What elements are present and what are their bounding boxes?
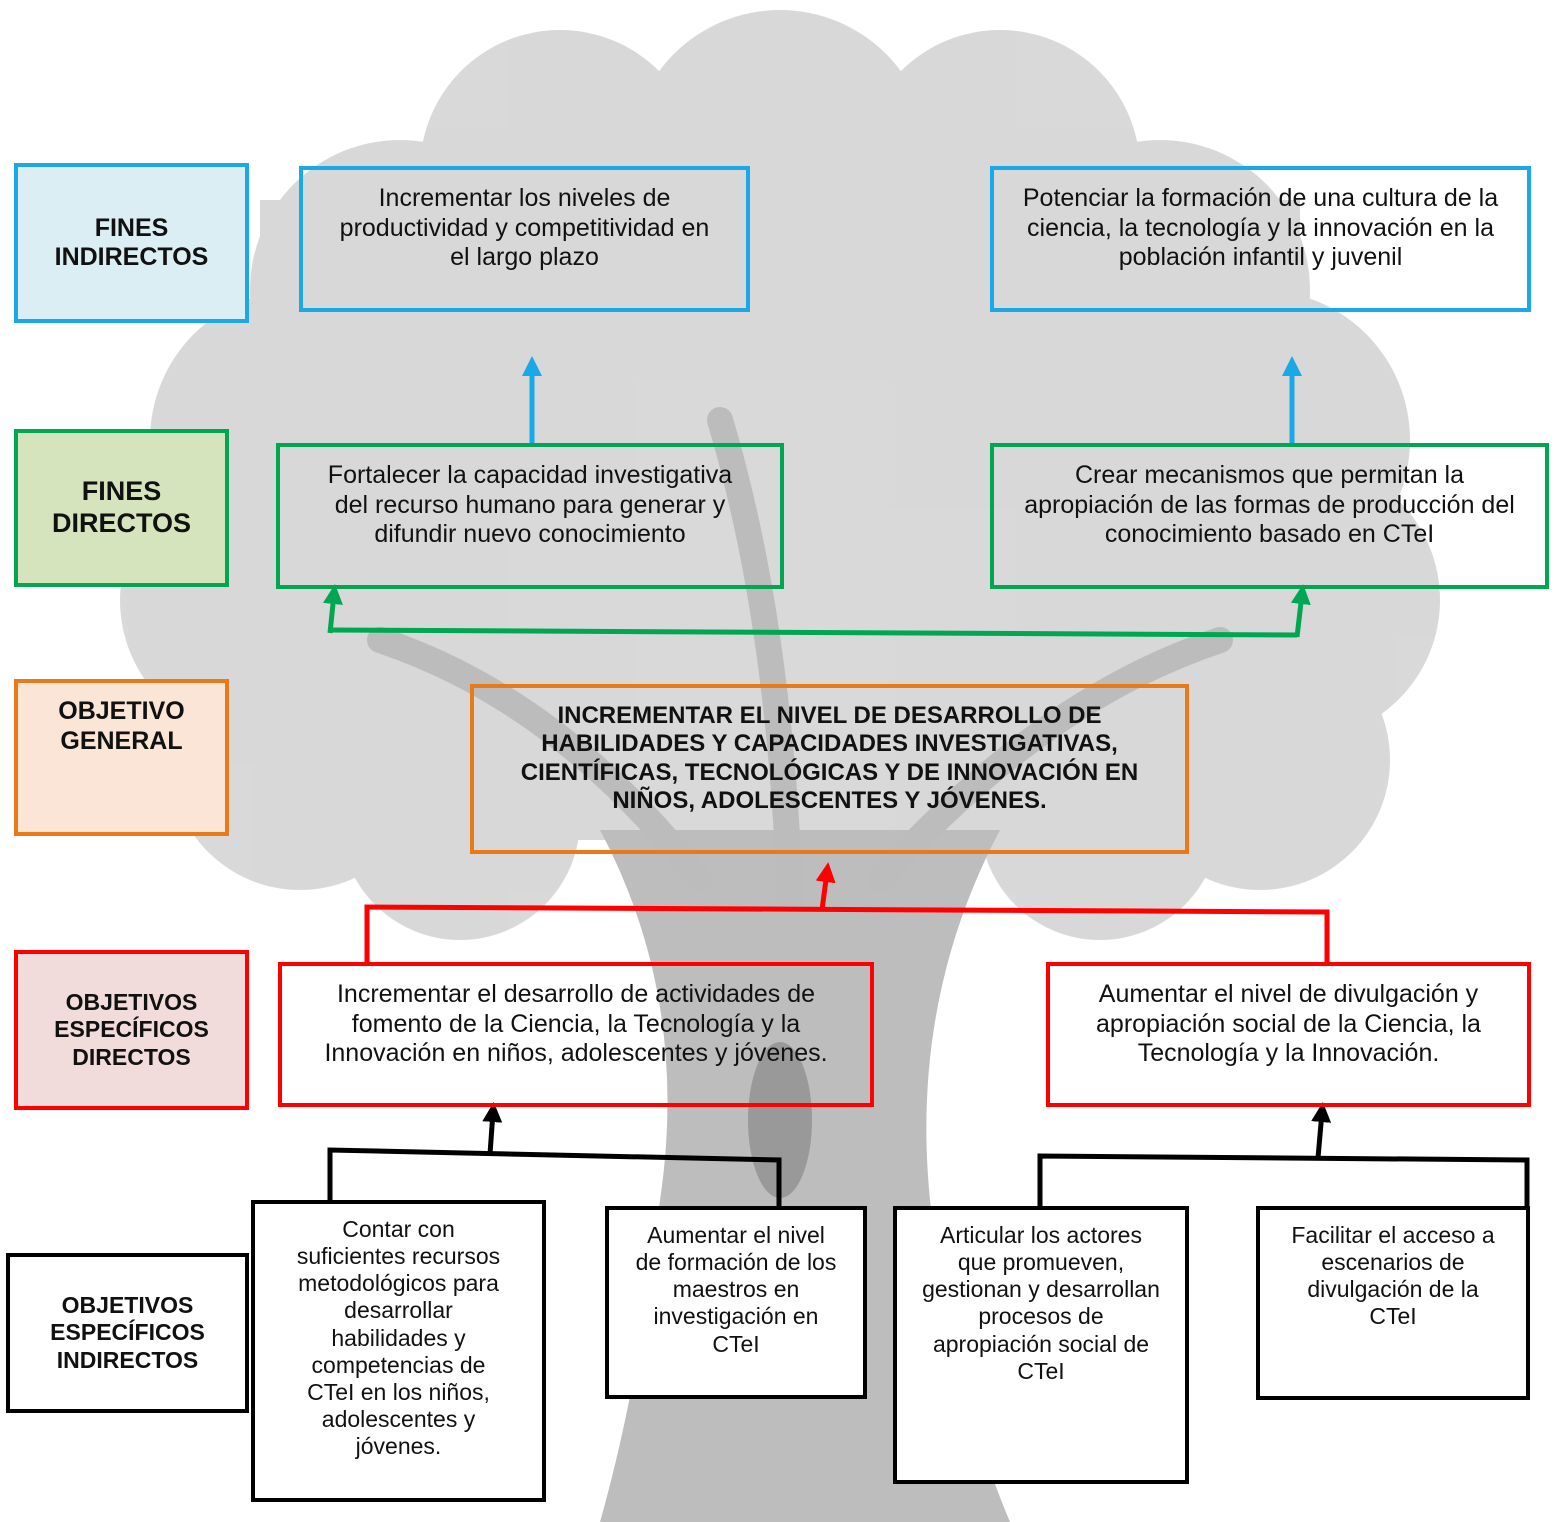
black-bracket-left bbox=[327, 1147, 782, 1210]
black-bracket-right bbox=[1037, 1153, 1530, 1210]
arrow-to-fd2 bbox=[1290, 584, 1311, 638]
arrow-to-fd1 bbox=[323, 584, 343, 634]
label-fines-directos: FINES DIRECTOS bbox=[14, 429, 229, 587]
red-bracket bbox=[364, 904, 1330, 965]
arrow-to-oed2 bbox=[1311, 1102, 1332, 1159]
label-objetivos-especificos-directos: OBJETIVOS ESPECÍFICOS DIRECTOS bbox=[14, 950, 249, 1110]
objetivo-especifico-directo-2: Aumentar el nivel de divulgación y aprop… bbox=[1046, 962, 1531, 1107]
objetivo-general: INCREMENTAR EL NIVEL DE DESARROLLO DE HA… bbox=[470, 684, 1189, 854]
label-objetivos-especificos-indirectos: OBJETIVOS ESPECÍFICOS INDIRECTOS bbox=[6, 1253, 249, 1413]
objetivo-especifico-indirecto-3: Articular los actores que promueven, ges… bbox=[893, 1206, 1189, 1484]
label-fines-indirectos: FINES INDIRECTOS bbox=[14, 163, 249, 323]
fin-directo-2: Crear mecanismos que permitan la apropia… bbox=[990, 443, 1549, 589]
fin-directo-1: Fortalecer la capacidad investigativa de… bbox=[276, 443, 784, 589]
objetivo-especifico-indirecto-4: Facilitar el acceso a escenarios de divu… bbox=[1256, 1206, 1530, 1400]
objetivo-especifico-indirecto-2: Aumentar el nivel de formación de los ma… bbox=[605, 1206, 867, 1399]
tree-branches bbox=[367, 407, 1233, 913]
objetivo-especifico-directo-1: Incrementar el desarrollo de actividades… bbox=[278, 962, 874, 1107]
label-objetivo-general: OBJETIVO GENERAL bbox=[14, 679, 229, 836]
fin-indirecto-1: Incrementar los niveles de productividad… bbox=[299, 166, 750, 312]
objetivo-especifico-indirecto-1: Contar con suficientes recursos metodoló… bbox=[251, 1200, 546, 1502]
fin-indirecto-2: Potenciar la formación de una cultura de… bbox=[990, 166, 1531, 312]
arrow-to-objetivo-general bbox=[815, 862, 836, 911]
arrow-to-oed1 bbox=[482, 1102, 503, 1155]
green-bracket bbox=[329, 627, 1298, 638]
